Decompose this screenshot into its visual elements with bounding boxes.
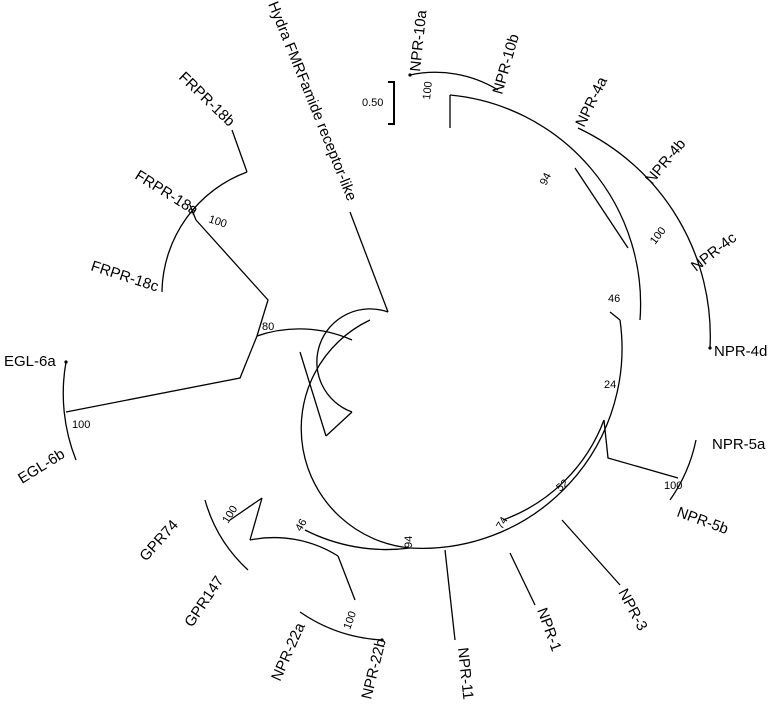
label-npr22b: NPR-22b — [358, 637, 389, 701]
right-main-arc — [409, 319, 623, 550]
node46-left-arc — [249, 536, 339, 557]
support-node80: 80 — [262, 321, 274, 333]
label-npr10b: NPR-10b — [490, 32, 523, 96]
left-clade-stem — [299, 351, 327, 437]
inner-arc — [316, 308, 389, 413]
support-egl6: 100 — [72, 419, 90, 431]
tip-npr22b — [380, 638, 384, 642]
egl6-arc — [62, 361, 77, 461]
leaf-labels: NPR-10a NPR-10b NPR-4a NPR-4b NPR-4c NPR… — [4, 0, 767, 701]
node46-to-npr22 — [337, 555, 356, 601]
gpr-arc — [204, 499, 249, 571]
support-values: 100 94 100 46 24 100 52 74 94 46 100 100… — [72, 81, 682, 631]
support-node74: 74 — [494, 515, 511, 532]
node46-right-connector — [609, 311, 621, 321]
label-npr3: NPR-3 — [614, 586, 650, 634]
leaf-tips — [64, 73, 712, 642]
label-frpr18c: FRPR-18c — [89, 258, 161, 296]
label-npr11: NPR-11 — [454, 647, 476, 701]
support-node46-right: 46 — [608, 293, 620, 305]
frpr18-arc — [161, 171, 248, 291]
support-node52: 52 — [554, 477, 571, 494]
support-node94-bottom: 94 — [403, 536, 415, 548]
tip-npr10a — [408, 73, 412, 77]
support-npr22: 100 — [342, 610, 360, 631]
npr4-inner-arc — [577, 127, 711, 349]
support-node46-left: 46 — [293, 517, 310, 534]
frpr18b-branch — [231, 129, 248, 173]
support-frpr18: 100 — [207, 213, 228, 230]
label-npr4a: NPR-4a — [572, 74, 611, 130]
scale-bar-line — [388, 81, 395, 125]
support-node24: 24 — [604, 379, 616, 391]
label-npr1: NPR-1 — [533, 606, 564, 654]
npr1-branch — [509, 552, 536, 606]
npr22-arc — [299, 611, 383, 641]
node80-arc — [256, 328, 353, 341]
label-frpr18b: FRPR-18b — [175, 69, 238, 130]
frpr18a-branch — [189, 204, 197, 221]
npr4-inner-stem — [574, 167, 629, 249]
npr5-branch — [603, 419, 679, 479]
label-npr4d: NPR-4d — [714, 343, 767, 360]
label-egl6b: EGL-6b — [15, 446, 68, 488]
label-npr4c: NPR-4c — [688, 229, 740, 275]
npr5-arc — [669, 439, 697, 501]
support-npr10: 100 — [421, 81, 435, 101]
label-frpr18a: FRPR-18a — [132, 167, 202, 219]
support-npr4-outer: 94 — [538, 171, 554, 187]
support-npr5: 100 — [664, 480, 682, 492]
label-npr22a: NPR-22a — [268, 620, 309, 684]
scale-bar: 0.50 — [362, 81, 395, 125]
npr10-arc — [409, 71, 499, 91]
label-npr5b: NPR-5b — [675, 504, 731, 538]
scale-bar-label: 0.50 — [362, 97, 383, 109]
gpr-node-connector — [229, 497, 263, 521]
label-npr5a: NPR-5a — [712, 436, 766, 453]
hydra-branch — [349, 211, 389, 313]
label-gpr74: GPR74 — [136, 517, 182, 565]
tree-branches — [62, 71, 711, 641]
label-egl6a: EGL-6a — [4, 353, 56, 370]
label-gpr147: GPR147 — [181, 573, 227, 630]
tip-egl6a — [64, 360, 68, 364]
npr11-branch — [444, 549, 456, 641]
node46-to-gpr — [249, 497, 263, 541]
npr3-branch — [561, 519, 621, 586]
tip-npr4d — [708, 346, 712, 350]
npr4-outer-arc — [449, 94, 642, 321]
support-gpr: 100 — [220, 504, 240, 526]
node80-to-frpr — [195, 219, 269, 337]
label-npr10a: NPR-10a — [407, 9, 430, 73]
root-arc — [300, 319, 411, 549]
root-connector — [325, 411, 353, 437]
bottom-root-arc — [304, 529, 411, 551]
node80-to-egl6 — [65, 335, 258, 413]
label-hydra: Hydra FMRFamide receptor-like — [264, 0, 360, 203]
label-npr4b: NPR-4b — [642, 136, 689, 188]
support-npr4-inner: 100 — [648, 225, 669, 247]
right-inner-arc — [502, 419, 605, 521]
